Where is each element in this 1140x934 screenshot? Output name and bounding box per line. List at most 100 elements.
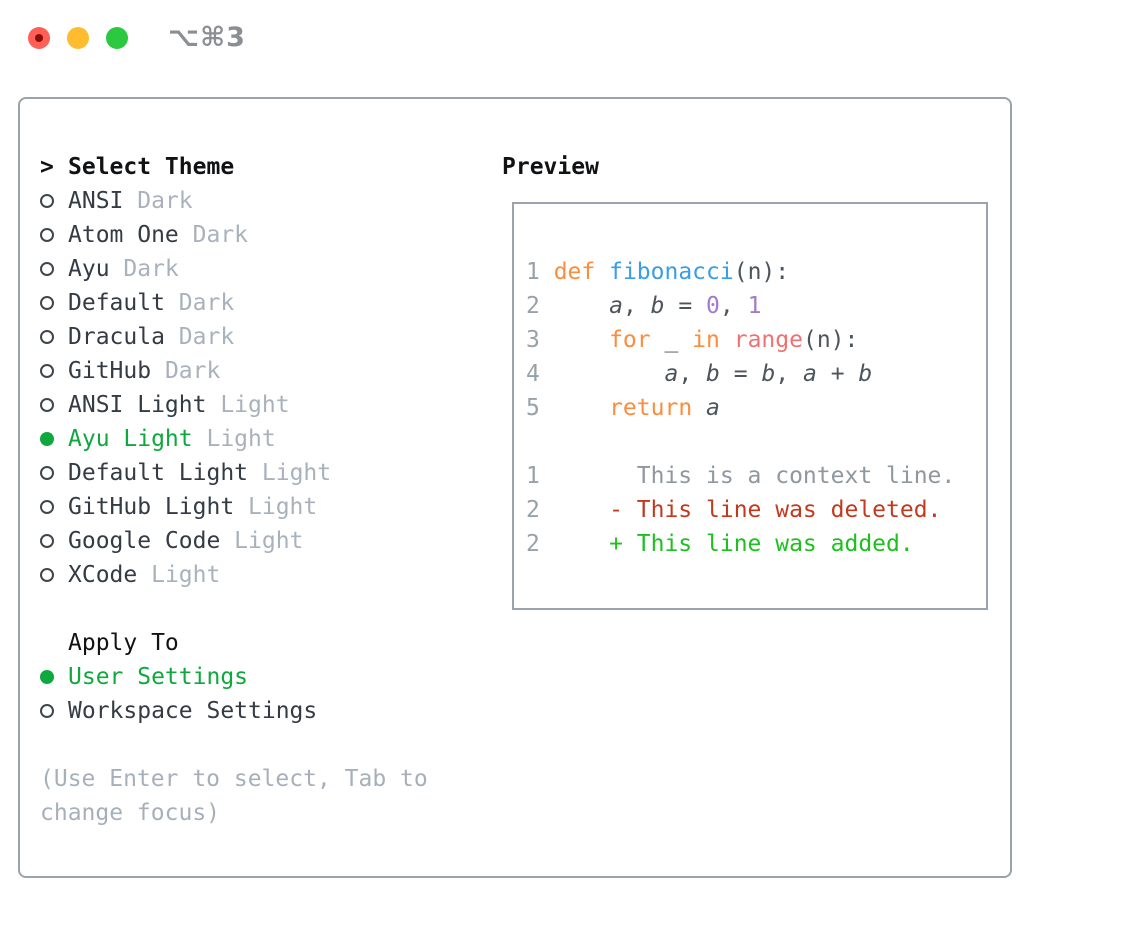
code-line	[526, 425, 986, 459]
radio-icon	[40, 330, 54, 344]
radio-icon	[40, 364, 54, 378]
theme-name: Default	[68, 290, 179, 316]
select-theme-header: > Select Theme	[40, 150, 428, 184]
theme-list-item[interactable]: Default Dark	[40, 286, 428, 320]
theme-variant-label: Dark	[123, 256, 179, 282]
prompt-caret-icon: >	[40, 154, 54, 180]
theme-variant-label: Light	[234, 528, 304, 554]
close-unsaved-dot-icon	[35, 34, 43, 42]
code-content: a, b = b, a + b	[664, 361, 873, 387]
select-theme-title: Select Theme	[68, 154, 235, 180]
theme-variant-label: Dark	[192, 222, 249, 248]
code-line: 4 a, b = b, a + b	[526, 357, 986, 391]
help-line: (Use Enter to select, Tab to	[40, 766, 428, 792]
radio-icon	[40, 466, 54, 480]
code-content: return a	[609, 395, 720, 421]
theme-list-item[interactable]: Atom One Dark	[40, 218, 428, 252]
minimize-button[interactable]	[67, 27, 89, 49]
theme-name: XCode	[68, 562, 152, 588]
theme-name: Dracula	[68, 324, 179, 350]
theme-list-item[interactable]: Default Light Light	[40, 456, 428, 490]
theme-variant-label: Light	[220, 392, 290, 418]
preview-title: Preview	[502, 154, 599, 180]
code-content: - This line was deleted.	[553, 497, 942, 523]
line-number: 3	[526, 327, 540, 353]
code-line: 1 def fibonacci(n):	[526, 255, 986, 289]
theme-name: Google Code	[68, 528, 235, 554]
line-number: 5	[526, 395, 540, 421]
line-number: 4	[526, 361, 540, 387]
theme-name: Default Light	[68, 460, 262, 486]
theme-variant-label: Dark	[178, 324, 235, 350]
help-text: (Use Enter to select, Tab to change focu…	[40, 762, 428, 830]
code-content: def fibonacci(n):	[553, 259, 790, 285]
radio-icon	[40, 500, 54, 514]
radio-icon	[40, 432, 54, 446]
theme-picker-pane: > Select Theme ANSI Dark Atom One Dark Ay…	[40, 150, 428, 830]
theme-name: Ayu	[68, 256, 124, 282]
radio-icon	[40, 262, 54, 276]
theme-list-item[interactable]: ANSI Light Light	[40, 388, 428, 422]
code-line: 2 - This line was deleted.	[526, 493, 986, 527]
theme-variant-label: Light	[261, 460, 332, 486]
theme-list-item[interactable]: ANSI Dark	[40, 184, 428, 218]
code-line: 5 return a	[526, 391, 986, 425]
close-button[interactable]	[28, 27, 50, 49]
radio-icon	[40, 670, 54, 684]
theme-name: Atom One	[68, 222, 193, 248]
radio-icon	[40, 398, 54, 412]
line-number: 1	[526, 259, 540, 285]
apply-option-label: Workspace Settings	[68, 698, 318, 724]
theme-name: GitHub	[68, 358, 165, 384]
theme-list-item[interactable]: Dracula Dark	[40, 320, 428, 354]
theme-name: Ayu Light	[68, 426, 207, 452]
theme-name: GitHub Light	[68, 494, 249, 520]
apply-to-option[interactable]: Workspace Settings	[40, 694, 428, 728]
code-content: This is a context line.	[553, 463, 956, 489]
radio-icon	[40, 296, 54, 310]
code-content: for _ in range(n):	[609, 327, 859, 353]
theme-list-item[interactable]: Ayu Dark	[40, 252, 428, 286]
titlebar: ⌥⌘3	[0, 0, 1140, 76]
theme-picker-window: > Select Theme ANSI Dark Atom One Dark Ay…	[18, 97, 1012, 878]
line-number: 2	[526, 293, 540, 319]
theme-list-item[interactable]: GitHub Light Light	[40, 490, 428, 524]
theme-list-item[interactable]: GitHub Dark	[40, 354, 428, 388]
theme-variant-label: Light	[206, 426, 276, 452]
radio-icon	[40, 534, 54, 548]
apply-to-header: Apply To	[40, 626, 428, 660]
radio-icon	[40, 704, 54, 718]
code-content: + This line was added.	[553, 531, 914, 557]
code-line: 2 + This line was added.	[526, 527, 986, 561]
apply-option-label: User Settings	[68, 664, 249, 690]
code-line: 1 This is a context line.	[526, 459, 986, 493]
code-content: a, b = 0, 1	[609, 293, 762, 319]
radio-icon	[40, 568, 54, 582]
radio-icon	[40, 194, 54, 208]
line-number: 2	[526, 497, 540, 523]
theme-list-item[interactable]: Ayu Light Light	[40, 422, 428, 456]
preview-code-box: 1 def fibonacci(n): 2 a, b = 0, 1 3 for _…	[512, 202, 988, 610]
apply-to-option[interactable]: User Settings	[40, 660, 428, 694]
theme-variant-label: Light	[151, 562, 221, 588]
radio-icon	[40, 228, 54, 242]
preview-header: Preview	[502, 150, 599, 184]
theme-variant-label: Dark	[137, 188, 193, 214]
line-number: 2	[526, 531, 540, 557]
code-line: 3 for _ in range(n):	[526, 323, 986, 357]
theme-name: ANSI	[68, 188, 138, 214]
theme-list-item[interactable]: Google Code Light	[40, 524, 428, 558]
zoom-button[interactable]	[106, 27, 128, 49]
window-hotkey-label: ⌥⌘3	[168, 22, 246, 53]
theme-list: ANSI Dark Atom One Dark Ayu Dark Default…	[40, 184, 428, 592]
theme-list-item[interactable]: XCode Light	[40, 558, 428, 592]
theme-name: ANSI Light	[68, 392, 221, 418]
theme-variant-label: Light	[248, 494, 318, 520]
apply-to-section: Apply To User Settings Workspace Setting…	[40, 626, 428, 728]
apply-to-list: User Settings Workspace Settings	[40, 660, 428, 728]
help-line: change focus)	[40, 800, 221, 826]
apply-to-title: Apply To	[68, 630, 179, 656]
theme-variant-label: Dark	[178, 290, 235, 316]
line-number: 1	[526, 463, 540, 489]
